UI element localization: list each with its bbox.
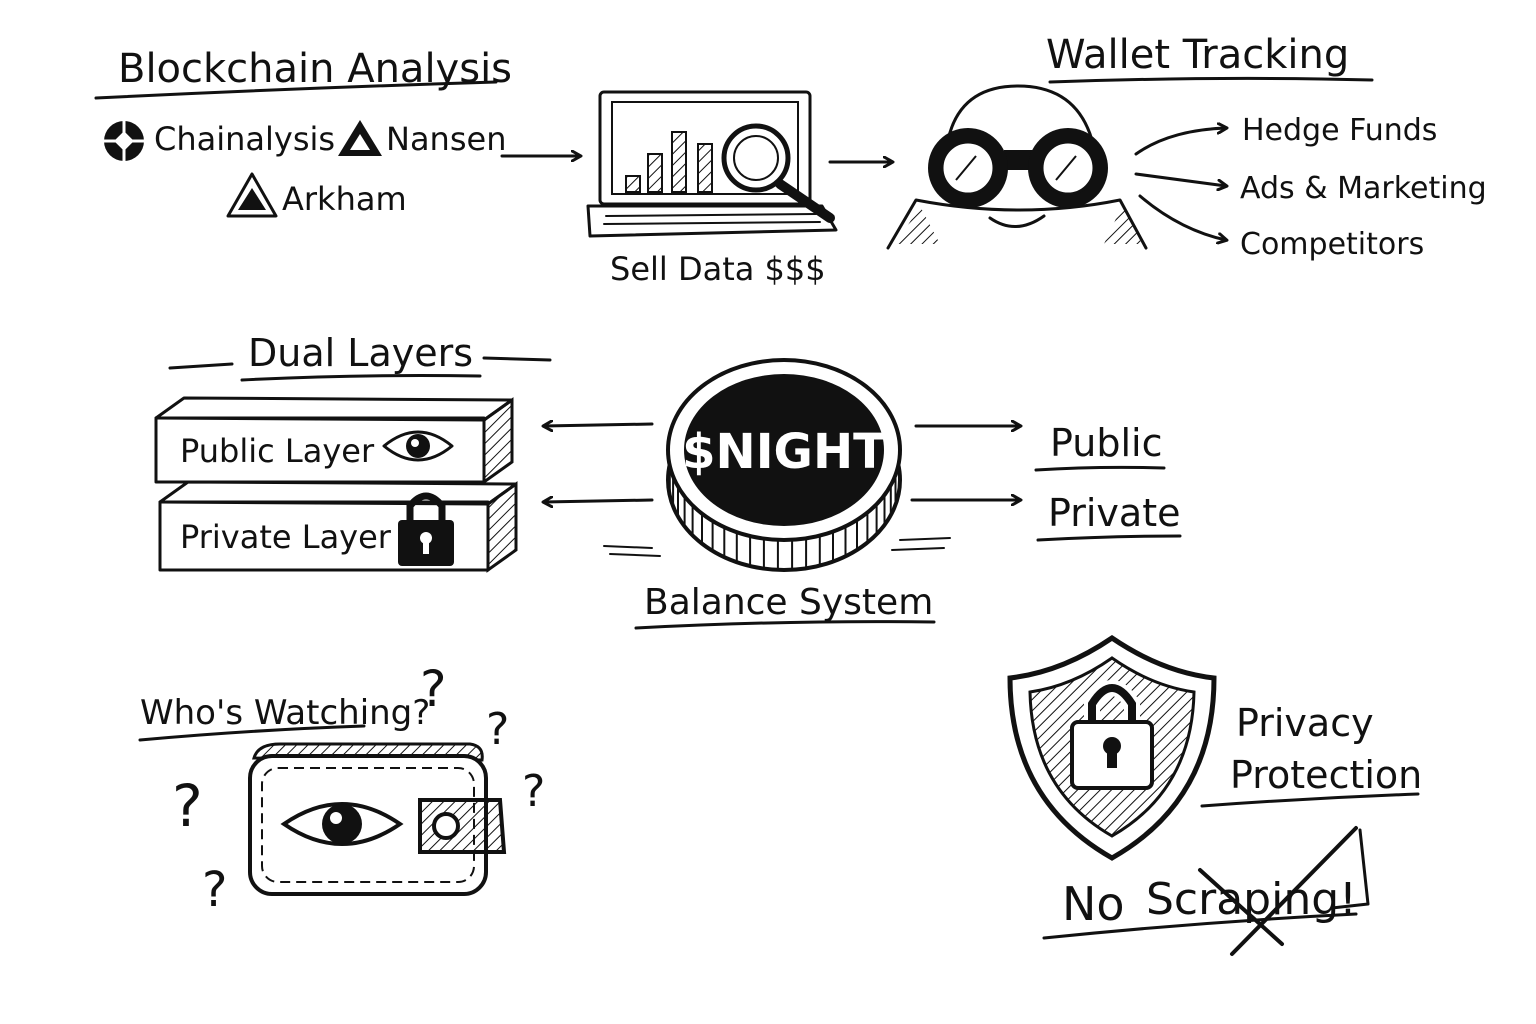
output-public: Public xyxy=(1050,421,1162,465)
coin-caption: Balance System xyxy=(644,582,933,623)
whos-watching-group: Who's Watching? ? ? ? ? ? xyxy=(138,660,545,918)
arkham-logo-icon xyxy=(226,172,278,218)
coin-label: $NIGHT xyxy=(682,424,886,480)
coin-caption-underline xyxy=(634,620,936,630)
layers-title: Dual Layers xyxy=(248,331,473,375)
output-private: Private xyxy=(1048,491,1180,535)
night-coin: $NIGHT xyxy=(603,358,951,572)
no-text: No xyxy=(1062,877,1125,931)
laptop-caption: Sell Data $$$ xyxy=(610,250,826,288)
blockchain-analysis-group: Blockchain Analysis Chainalysis Nansen A… xyxy=(94,46,512,218)
public-layer-label: Public Layer xyxy=(180,432,375,470)
public-layer-box: Public Layer xyxy=(154,396,514,485)
arrow-to-hedge-funds xyxy=(1134,128,1226,156)
eye-icon xyxy=(382,430,454,462)
arrow-coin-to-private-layer xyxy=(544,500,654,502)
tracking-title: Wallet Tracking xyxy=(1046,32,1349,78)
shield-lock-icon xyxy=(1007,634,1217,861)
question-mark: ? xyxy=(202,862,227,918)
binoculars-watcher-icon xyxy=(886,84,1148,250)
target-ads-marketing: Ads & Marketing xyxy=(1240,171,1487,206)
private-layer-label: Private Layer xyxy=(180,518,392,556)
company-arkham: Arkham xyxy=(282,180,407,218)
cross-out-x xyxy=(1198,826,1358,956)
privacy-title-line2: Protection xyxy=(1230,753,1422,797)
privacy-protection-group: Privacy Protection No Scraping! xyxy=(1007,634,1422,956)
wallet-eye-icon xyxy=(248,742,507,896)
analysis-title: Blockchain Analysis xyxy=(118,46,512,92)
arrow-to-ads xyxy=(1134,172,1226,186)
analysis-title-underline xyxy=(94,80,498,100)
arrow-coin-to-public-layer xyxy=(544,424,654,426)
wallet-tracking-group: Wallet Tracking Hedge Funds Ads & Market… xyxy=(886,32,1487,262)
nansen-logo-icon xyxy=(338,120,382,156)
question-mark: ? xyxy=(486,704,509,755)
padlock-icon xyxy=(398,492,454,566)
question-mark: ? xyxy=(172,772,203,840)
target-hedge-funds: Hedge Funds xyxy=(1242,113,1437,148)
private-layer-box: Private Layer xyxy=(158,480,518,573)
privacy-title-line1: Privacy xyxy=(1236,701,1374,745)
chainalysis-logo-icon xyxy=(104,121,144,161)
target-competitors: Competitors xyxy=(1240,227,1424,262)
dual-layers-group: Dual Layers Public Layer Private Layer xyxy=(154,331,552,573)
laptop-chart-magnifier-icon xyxy=(586,90,838,238)
question-mark: ? xyxy=(420,660,447,718)
tracking-title-underline xyxy=(1048,76,1374,84)
question-mark: ? xyxy=(522,766,545,817)
company-nansen: Nansen xyxy=(386,120,506,158)
arrow-to-competitors xyxy=(1138,194,1226,240)
company-chainalysis: Chainalysis xyxy=(154,120,335,158)
watching-title: Who's Watching? xyxy=(140,693,430,733)
